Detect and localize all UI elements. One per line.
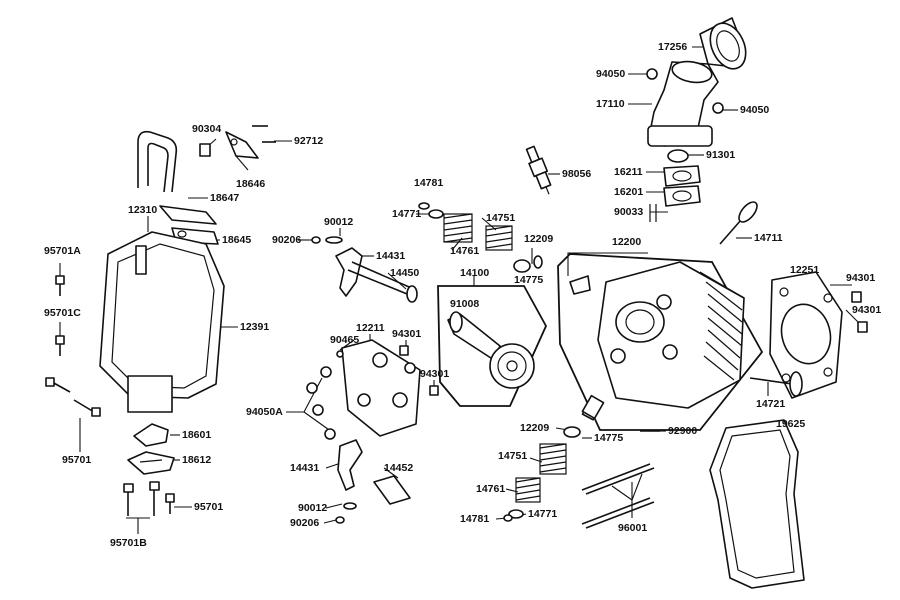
- label-94050-top: 94050: [596, 68, 626, 80]
- label-14711: 14711: [754, 232, 783, 244]
- label-14751-top: 14751: [486, 212, 516, 224]
- bolts-95701B: [123, 481, 175, 516]
- label-95701-left: 95701: [62, 454, 92, 466]
- label-14721: 14721: [756, 398, 786, 410]
- label-12209-bottom: 12209: [520, 422, 550, 434]
- camshaft-91008: [447, 311, 535, 389]
- label-16211: 16211: [614, 166, 643, 178]
- label-94050-right: 94050: [740, 104, 770, 116]
- head-cover-12310: [99, 231, 225, 413]
- label-90206-bottom: 90206: [290, 517, 320, 529]
- label-18645: 18645: [222, 234, 252, 246]
- breather-pipe-18647: [137, 130, 219, 245]
- dowel-94301-b: [857, 321, 868, 333]
- cylinder-head-frame: [557, 253, 764, 431]
- label-14450: 14450: [390, 267, 420, 279]
- camshaft-frame: [437, 285, 548, 407]
- label-94301-r1: 94301: [846, 272, 876, 284]
- stud-90033: [649, 204, 657, 222]
- rocker-arm-lower: [335, 439, 411, 524]
- label-19625: 19625: [776, 418, 806, 430]
- label-16201: 16201: [614, 186, 644, 198]
- label-14761-top: 14761: [450, 245, 480, 257]
- label-91301: 91301: [706, 149, 736, 161]
- label-98056: 98056: [562, 168, 592, 180]
- label-18646: 18646: [236, 178, 266, 190]
- springs-upper: [418, 202, 543, 273]
- label-90033: 90033: [614, 206, 644, 218]
- label-94050A: 94050A: [246, 406, 283, 418]
- bolts-92712: [252, 125, 276, 143]
- label-12200: 12200: [612, 236, 642, 248]
- bolt-95701C: [55, 335, 65, 356]
- nuts-94050A: [306, 350, 344, 440]
- label-17110: 17110: [596, 98, 625, 110]
- label-14751-bottom: 14751: [498, 450, 528, 462]
- label-92712: 92712: [294, 135, 324, 147]
- bolt-95701A: [55, 275, 65, 296]
- label-14781-bottom: 14781: [460, 513, 490, 525]
- label-14775-top: 14775: [514, 274, 544, 286]
- cam-holder-12211: [341, 339, 421, 437]
- label-95701B: 95701B: [110, 537, 147, 549]
- head-gasket-12251: [769, 271, 843, 399]
- label-18612: 18612: [182, 454, 212, 466]
- label-18647: 18647: [210, 192, 240, 204]
- label-14781-top: 14781: [414, 177, 444, 189]
- label-14100: 14100: [460, 267, 490, 279]
- breather-18601: [133, 423, 169, 447]
- label-12391: 12391: [240, 321, 270, 333]
- label-95701C: 95701C: [44, 307, 81, 319]
- bolt-95701-left: [45, 377, 101, 417]
- label-14431-bottom: 14431: [290, 462, 320, 474]
- o-ring-91301: [667, 149, 689, 163]
- label-14771-top: 14771: [392, 208, 422, 220]
- label-17256: 17256: [658, 41, 688, 53]
- breather-18612: [127, 451, 175, 475]
- gasket-18646: [225, 131, 259, 159]
- insulator-16211: [663, 165, 701, 187]
- gasket-16201: [663, 185, 701, 207]
- label-14431-top: 14431: [376, 250, 406, 262]
- label-94301-r2: 94301: [852, 304, 882, 316]
- label-90206-top: 90206: [272, 234, 302, 246]
- dowel-94301-a: [851, 291, 862, 303]
- intake-joint-17256: [699, 17, 747, 70]
- label-90304: 90304: [192, 123, 222, 135]
- label-12310: 12310: [128, 204, 158, 216]
- label-90012-top: 90012: [324, 216, 354, 228]
- label-14452: 14452: [384, 462, 414, 474]
- cylinder-head-12200: [569, 261, 745, 421]
- valve-14711: [719, 201, 758, 245]
- label-14761-bottom: 14761: [476, 483, 506, 495]
- bolt-90304: [199, 143, 211, 157]
- label-95701A: 95701A: [44, 245, 81, 257]
- dowel-94301-c: [399, 345, 409, 356]
- springs-lower: [503, 394, 605, 522]
- label-94301-c2: 94301: [420, 368, 450, 380]
- valve-14721: [749, 371, 803, 397]
- label-12209-top: 12209: [524, 233, 554, 245]
- stud-bolts-96001: [581, 463, 655, 529]
- dowel-94301-d: [429, 385, 439, 396]
- spark-plug-98056: [525, 145, 552, 195]
- label-12211: 12211: [356, 322, 385, 334]
- label-14775-bottom: 14775: [594, 432, 624, 444]
- label-90465: 90465: [330, 334, 360, 346]
- gasket-19625: [709, 419, 805, 589]
- rocker-arm-upper: [311, 236, 418, 303]
- label-95701-bottom: 95701: [194, 501, 224, 513]
- label-91008: 91008: [450, 298, 480, 310]
- label-96001: 96001: [618, 522, 648, 534]
- label-12251: 12251: [790, 264, 820, 276]
- intake-manifold-17110: [646, 60, 724, 147]
- label-92900: 92900: [668, 425, 698, 437]
- label-94301-c1: 94301: [392, 328, 422, 340]
- label-14771-bottom: 14771: [528, 508, 558, 520]
- label-18601: 18601: [182, 429, 212, 441]
- label-90012-bottom: 90012: [298, 502, 328, 514]
